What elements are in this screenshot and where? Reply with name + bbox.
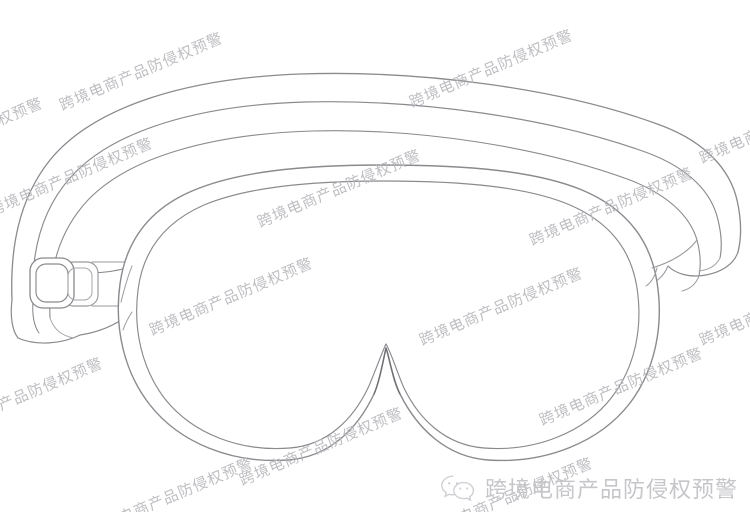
brand-text: 跨境电商产品防侵权预警 (484, 478, 738, 503)
nose-bridge-notch (373, 347, 401, 395)
head-strap (11, 72, 742, 301)
mask-strap-joint-right (645, 267, 658, 287)
strap-right-end-seam (681, 275, 700, 292)
head-strap-lower-edge (49, 130, 701, 319)
brand-badge: 跨境电商产品防侵权预警 (439, 472, 738, 504)
strap-left-fold-crease (49, 317, 75, 339)
mask-strap-joint-left-lower (122, 311, 133, 331)
strap-right-end (667, 251, 739, 277)
strap-right-underside (651, 239, 698, 269)
strap-buckle-rear-inner (67, 267, 93, 301)
strap-left-tail (10, 299, 19, 339)
wechat-icon (441, 475, 475, 502)
strap-right-end-crease (698, 257, 721, 272)
mask-inner-panel (136, 180, 640, 450)
head-strap-inner-edge (32, 101, 722, 301)
strap-left-tail-bottom (17, 334, 81, 344)
strap-buckle-outer-ring (29, 257, 75, 309)
mask-strap-joint-left (120, 265, 133, 303)
